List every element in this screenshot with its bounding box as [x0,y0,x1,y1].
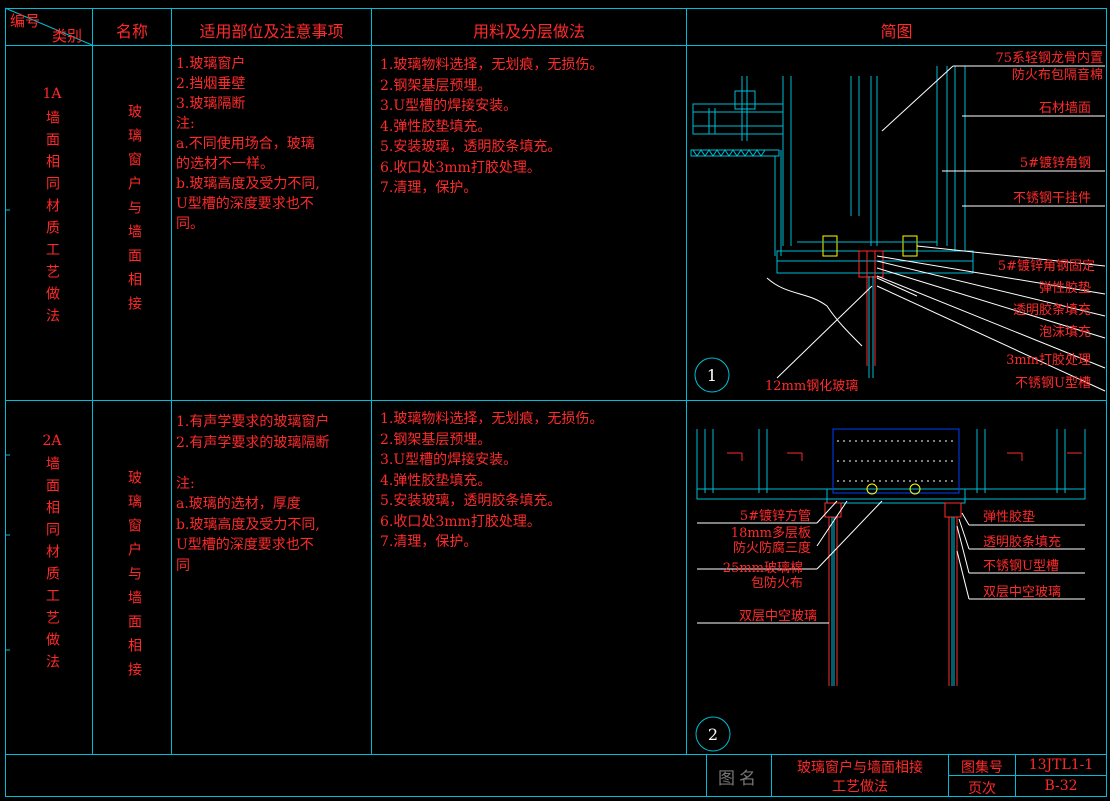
svg-text:1: 1 [707,366,717,385]
col-material-header: 用料及分层做法 [472,22,585,41]
fig2-right-label-2: 不锈钢U型槽 [983,559,1059,574]
fig2-left-label-4: 包防火布 [751,575,803,591]
list-item: U型槽的深度要求也不 [176,196,314,212]
fig1-label-1: 防火布包隔音棉 [1012,67,1103,83]
fig2-left-label-1: 18mm多层板 [731,525,811,541]
drawing-title-line2: 工艺做法 [832,779,888,795]
list-item: 2.有声学要求的玻璃隔断 [176,434,330,451]
list-item: a.不同使用场合，玻璃 [176,136,315,152]
fig1-label-8: 泡沫填充 [1039,324,1091,340]
list-item: 3.玻璃隔断 [176,96,246,112]
list-item: 4.弹性胶垫填充。 [380,472,492,489]
fig1-label-5: 5#镀锌角钢固定 [998,258,1095,274]
list-item: b.玻璃高度及受力不同, [176,516,320,533]
list-item: 7.清理，保护。 [380,534,478,550]
svg-text:2: 2 [708,725,718,744]
list-item: 6.收口处3mm打胶处理。 [380,159,541,176]
fig2-left-label-3: 25mm玻璃棉 [723,561,803,576]
list-item: U型槽的深度要求也不 [176,537,314,553]
set-number-value: 13JTL1-1 [1028,757,1094,773]
list-item: 1.玻璃物料选择，无划痕，无损伤。 [380,57,604,73]
fig1-label-11: 12mm钢化玻璃 [765,379,858,394]
detail-figure-2: 5#镀锌方管 18mm多层板 防火防腐三度 25mm玻璃棉 包防火布 双层中空玻… [695,428,1086,752]
fig1-label-10: 不锈钢U型槽 [1015,376,1091,391]
row2-category: 墙面相同材质工艺做法 [44,456,60,676]
figure-1-badge: 1 [694,357,730,393]
list-item: 3.U型槽的焊接安装。 [380,98,518,114]
row1-scope-list: 1.玻璃窗户 2.挡烟垂壁 3.玻璃隔断注: a.不同使用场合，玻璃 的选材不一样。 b… [176,54,320,234]
list-item: 3.U型槽的焊接安装。 [380,452,518,468]
set-number-label: 图集号 [961,760,1003,776]
fig1-label-4: 不锈钢干挂件 [1013,191,1091,206]
list-item: 4.弹性胶垫填充。 [380,118,492,135]
list-item: 2.钢架基层预埋。 [380,77,492,94]
fig2-left-label-2: 防火防腐三度 [733,540,811,556]
list-item: 7.清理，保护。 [380,180,478,196]
fig2-right-label-1: 透明胶条填充 [983,534,1061,550]
row2-steps-list: 1.玻璃物料选择，无划痕，无损伤。 2.钢架基层预埋。 3.U型槽的焊接安装。 4.弹… [380,409,603,553]
row1-category: 墙面相同材质工艺做法 [44,110,60,330]
fig1-label-0: 75系轻钢龙骨内置 [995,50,1103,66]
col-scope-header: 适用部位及注意事项 [199,22,344,41]
list-item: 2.钢架基层预埋。 [380,431,492,448]
list-item: 5.安装玻璃，透明胶条填充。 [380,493,562,509]
row2-code: 2A [42,433,62,449]
list-item: a.玻璃的选材，厚度 [176,496,301,512]
fig2-left-label-5: 双层中空玻璃 [739,609,817,624]
drawing-title-line1: 玻璃窗户与墙面相接 [797,760,923,776]
corner-top-label: 编号 [10,12,41,30]
list-item: 同。 [176,216,204,232]
list-item: 注: [176,475,195,492]
fig1-label-9: 3mm打胶处理 [1006,352,1091,368]
fig1-label-6: 弹性胶垫 [1039,280,1091,296]
fig1-label-2: 石材墙面 [1039,101,1091,116]
list-item: 1.玻璃窗户 [176,56,246,72]
list-item: 2.挡烟垂壁 [176,76,246,92]
row1-steps-list: 1.玻璃物料选择，无划痕，无损伤。 2.钢架基层预埋。 3.U型槽的焊接安装。 4.弹… [380,55,603,199]
list-item: 1.玻璃物料选择，无划痕，无损伤。 [380,411,604,427]
fig2-left-label-0: 5#镀锌方管 [740,508,811,524]
fig2-right-label-0: 弹性胶垫 [983,509,1035,525]
fig1-label-3: 5#镀锌角钢 [1020,155,1091,171]
col-name-header: 名称 [115,22,148,41]
row1-code: 1A [42,86,62,102]
list-item: 6.收口处3mm打胶处理。 [380,513,541,530]
list-item: b.玻璃高度及受力不同, [176,176,320,192]
row2-name: 玻璃窗户与墙面相接 [126,470,142,686]
list-item: 同 [176,557,190,574]
detail-figure-1: 75系轻钢龙骨内置 防火布包隔音棉 石材墙面 5#镀锌角钢 不锈钢干挂件 5#镀… [690,50,1106,394]
page-number-label: 页次 [968,781,996,797]
list-item: 5.安装玻璃，透明胶条填充。 [380,139,562,155]
fig2-right-label-3: 双层中空玻璃 [983,585,1061,600]
page-number-value: B-32 [1044,778,1078,794]
col-figure-header: 简图 [880,22,913,41]
row1-name: 玻璃窗户与墙面相接 [126,104,142,320]
list-item: 注: [176,116,195,132]
fig1-label-7: 透明胶条填充 [1013,302,1091,318]
row2-scope-list: 1.有声学要求的玻璃窗户 2.有声学要求的玻璃隔断 注: a.玻璃的选材，厚度 b.玻… [176,412,329,576]
list-item: 的选材不一样。 [176,156,274,172]
figure-2-badge: 2 [695,716,731,752]
list-item: 1.有声学要求的玻璃窗户 [176,414,330,430]
title-block-label: 图名 [718,769,760,789]
corner-bottom-label: 类别 [52,27,83,45]
list-item [176,453,329,474]
